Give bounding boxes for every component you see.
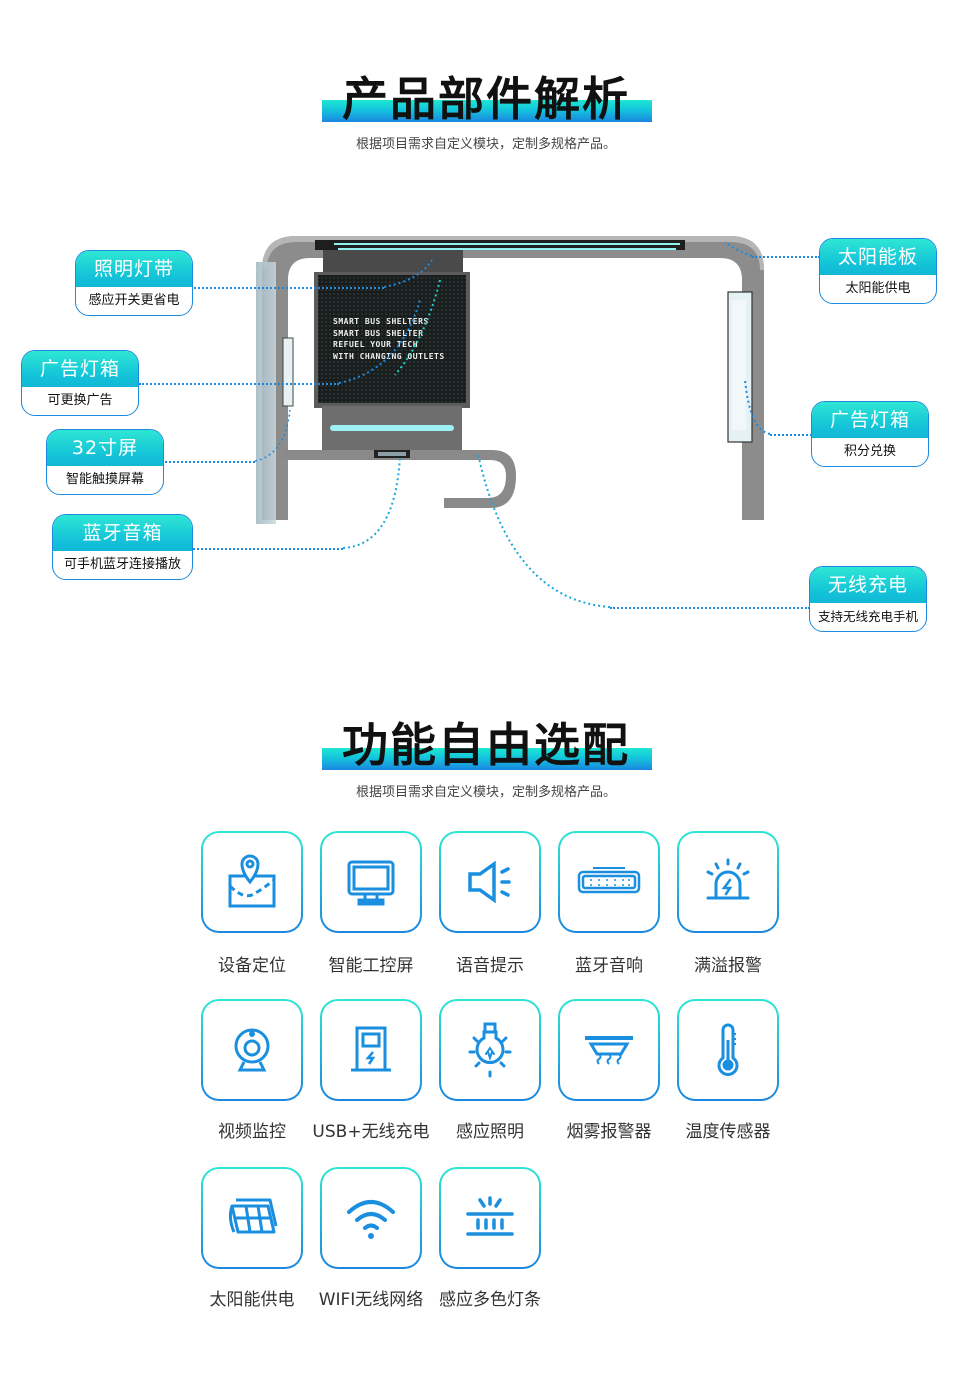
monitor-icon bbox=[347, 860, 395, 906]
feature-usb-wireless-charging: USB+无线充电 bbox=[312, 999, 430, 1142]
feature-solar-power: 太阳能供电 bbox=[201, 1167, 303, 1310]
feature-label: 温度传感器 bbox=[685, 1122, 771, 1142]
feature-device-location: 设备定位 bbox=[201, 831, 303, 976]
connector-line bbox=[770, 434, 812, 436]
feature-label: 满溢报警 bbox=[694, 956, 762, 976]
feature-temperature-sensor: 温度传感器 bbox=[677, 999, 779, 1142]
callout-solar-panel: 太阳能板 太阳能供电 bbox=[819, 238, 937, 304]
callout-bluetooth-speaker: 蓝牙音箱 可手机蓝牙连接播放 bbox=[52, 514, 193, 580]
callout-title: 32寸屏 bbox=[47, 430, 163, 466]
connector-line bbox=[139, 383, 339, 385]
screen-line: WITH CHANGING OUTLETS bbox=[333, 351, 445, 361]
callout-desc: 智能触摸屏幕 bbox=[65, 472, 144, 487]
callout-32-inch-screen: 32寸屏 智能触摸屏幕 bbox=[46, 429, 164, 495]
callout-ad-lightbox-left: 广告灯箱 可更换广告 bbox=[21, 350, 139, 416]
callout-title: 无线充电 bbox=[810, 567, 926, 603]
title-underline-bar bbox=[322, 100, 652, 122]
feature-smart-screen: 智能工控屏 bbox=[320, 831, 422, 976]
callout-ad-lightbox-right: 广告灯箱 积分兑换 bbox=[811, 401, 929, 467]
feature-label: 智能工控屏 bbox=[328, 956, 414, 976]
section-subtitle-features: 根据项目需求自定义模块，定制多规格产品。 bbox=[355, 785, 616, 800]
feature-wifi: WIFI无线网络 bbox=[319, 1167, 423, 1310]
feature-label: USB+无线充电 bbox=[312, 1122, 430, 1142]
alarm-siren-icon bbox=[706, 858, 750, 900]
speaker-icon bbox=[468, 860, 511, 904]
callout-title: 广告灯箱 bbox=[812, 402, 928, 438]
feature-voice-prompt: 语音提示 bbox=[439, 831, 541, 976]
feature-label: 烟雾报警器 bbox=[566, 1122, 652, 1142]
solar-panel-icon bbox=[228, 1198, 278, 1234]
smoke-detector-icon bbox=[585, 1036, 633, 1065]
callout-title: 广告灯箱 bbox=[22, 351, 138, 387]
screen-line: SMART BUS SHELTER bbox=[333, 328, 424, 338]
feature-label: 感应多色灯条 bbox=[439, 1290, 541, 1310]
callout-desc: 积分兑换 bbox=[843, 444, 896, 459]
feature-label: 蓝牙音响 bbox=[575, 956, 643, 976]
webcam-icon bbox=[234, 1028, 270, 1072]
feature-label: WIFI无线网络 bbox=[318, 1290, 424, 1310]
title-underline-bar bbox=[322, 748, 652, 770]
feature-bluetooth-audio: 蓝牙音响 bbox=[558, 831, 660, 976]
feature-label: 感应照明 bbox=[456, 1122, 524, 1142]
connector-line bbox=[165, 461, 255, 463]
callout-desc: 可手机蓝牙连接播放 bbox=[63, 557, 181, 572]
screen-line: REFUEL YOUR TECH bbox=[333, 340, 419, 349]
callout-desc: 可更换广告 bbox=[47, 393, 113, 408]
feature-sensor-lighting: 感应照明 bbox=[439, 999, 541, 1142]
feature-label: 设备定位 bbox=[218, 956, 286, 976]
section-title-parts: 产品部件解析 bbox=[342, 72, 630, 126]
callout-title: 蓝牙音箱 bbox=[53, 515, 192, 551]
feature-overflow-alarm: 满溢报警 bbox=[677, 831, 779, 976]
callout-desc: 太阳能供电 bbox=[845, 281, 911, 296]
feature-smoke-alarm: 烟雾报警器 bbox=[558, 999, 660, 1142]
connector-line bbox=[193, 548, 343, 550]
callout-desc: 支持无线充电手机 bbox=[817, 609, 918, 624]
shelter-screen-text: SMART BUS SHELTERS SMART BUS SHELTER REF… bbox=[333, 316, 445, 362]
connector-line bbox=[194, 287, 384, 289]
map-pin-icon bbox=[228, 854, 276, 908]
callout-wireless-charging: 无线充电 支持无线充电手机 bbox=[809, 566, 927, 632]
connector-line bbox=[610, 607, 810, 609]
feature-label: 太阳能供电 bbox=[209, 1290, 295, 1310]
section-title-features: 功能自由选配 bbox=[342, 718, 630, 772]
connector-line bbox=[752, 256, 820, 258]
callout-lighting-strip: 照明灯带 感应开关更省电 bbox=[75, 250, 193, 316]
wifi-icon bbox=[347, 1200, 395, 1239]
feature-multicolor-light-strip: 感应多色灯条 bbox=[439, 1167, 541, 1310]
section-subtitle-parts: 根据项目需求自定义模块，定制多规格产品。 bbox=[355, 137, 616, 152]
soundbar-icon bbox=[577, 867, 641, 894]
screen-line: SMART BUS SHELTERS bbox=[333, 317, 429, 326]
feature-label: 语音提示 bbox=[456, 956, 524, 976]
callout-title: 照明灯带 bbox=[76, 251, 192, 287]
callout-desc: 感应开关更省电 bbox=[88, 293, 180, 308]
feature-label: 视频监控 bbox=[218, 1122, 286, 1142]
light-bulb-icon bbox=[468, 1022, 512, 1078]
charging-station-icon bbox=[351, 1026, 391, 1072]
light-strip-icon bbox=[466, 1196, 514, 1236]
thermometer-icon bbox=[717, 1023, 739, 1076]
callout-title: 太阳能板 bbox=[820, 239, 936, 275]
feature-video-surveillance: 视频监控 bbox=[201, 999, 303, 1142]
